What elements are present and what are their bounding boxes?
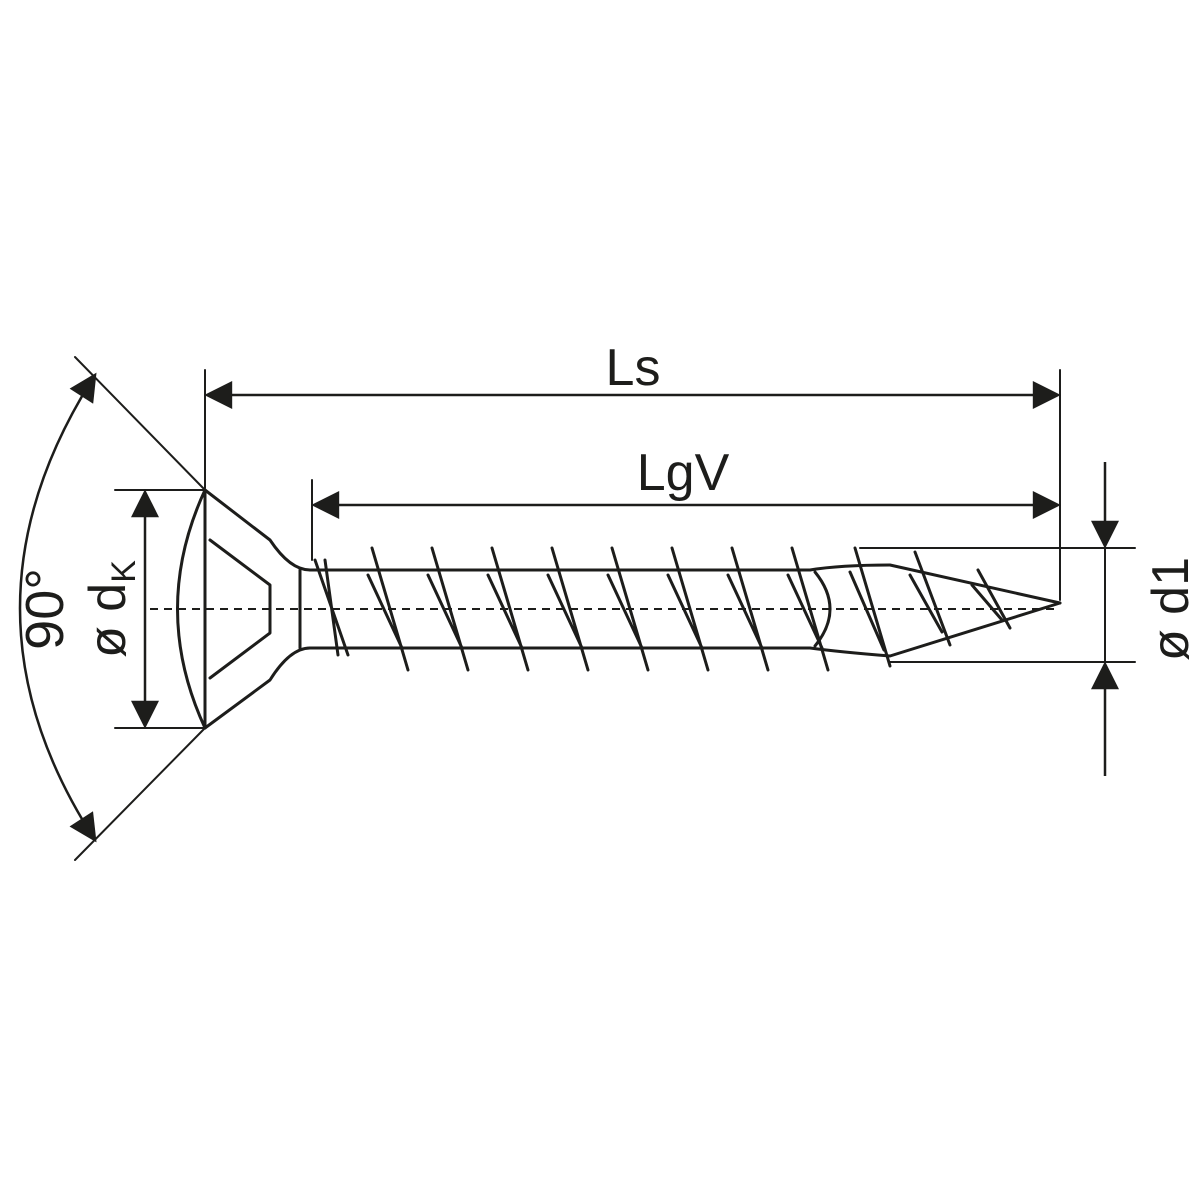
ls-label: Ls <box>606 339 661 397</box>
angle-label: 90° <box>15 568 75 650</box>
angle-arc <box>18 372 97 843</box>
head-diameter-label: ø dK <box>79 560 143 658</box>
thread-diameter-label: ø d1 <box>1142 557 1200 661</box>
lgv-label: LgV <box>637 444 730 502</box>
